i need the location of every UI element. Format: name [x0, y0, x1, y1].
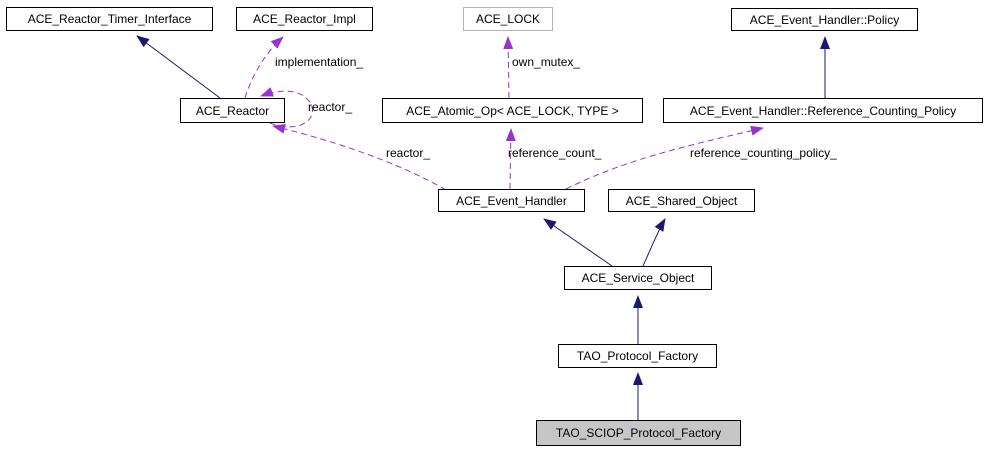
class-box-tao-sciop-protocol-factory: TAO_SCIOP_Protocol_Factory	[536, 420, 741, 446]
class-box-ace-event-handler-reference-counting-policy[interactable]: ACE_Event_Handler::Reference_Counting_Po…	[663, 98, 983, 123]
class-label: ACE_Event_Handler	[456, 193, 567, 208]
class-label: ACE_LOCK	[475, 12, 541, 26]
edge-inherit-ace-service-object-to-ace-event-handler	[543, 218, 613, 267]
class-box-ace-service-object[interactable]: ACE_Service_Object	[564, 266, 712, 290]
class-box-ace-reactor-timer-interface[interactable]: ACE_Reactor_Timer_Interface	[6, 7, 213, 31]
edge-label-reactor: reactor_	[386, 146, 431, 160]
edge-usage-reactor	[272, 123, 447, 191]
edge-usage-reactor-self-loop	[260, 87, 313, 128]
class-label: ACE_Reactor	[195, 103, 270, 118]
class-label: ACE_Atomic_Op< ACE_LOCK, TYPE >	[406, 103, 619, 118]
class-label: ACE_Service_Object	[581, 271, 695, 285]
class-box-ace-reactor-impl[interactable]: ACE_Reactor_Impl	[236, 7, 373, 31]
class-label: ACE_Shared_Object	[625, 193, 738, 208]
edge-usage-reference-counting-policy	[565, 125, 764, 190]
edge-label-reference-counting-policy: reference_counting_policy_	[690, 146, 837, 160]
edge-inherit-ace-reactor-to-ace-reactor-timer-interface	[136, 35, 221, 99]
class-label: ACE_Event_Handler::Policy	[749, 12, 900, 27]
edge-label-reference-count: reference_count_	[508, 146, 602, 160]
class-label: TAO_Protocol_Factory	[576, 349, 699, 363]
class-box-ace-shared-object[interactable]: ACE_Shared_Object	[608, 189, 755, 212]
class-label: TAO_SCIOP_Protocol_Factory	[555, 426, 722, 440]
edge-label-reactor-self: reactor_	[308, 100, 353, 114]
edge-label-implementation: implementation_	[275, 55, 364, 69]
class-box-ace-event-handler[interactable]: ACE_Event_Handler	[438, 189, 585, 212]
edge-inherit-ace-service-object-to-ace-shared-object	[642, 218, 666, 267]
class-label: ACE_Reactor_Impl	[253, 12, 356, 26]
edge-usage-own-mutex	[503, 36, 514, 99]
class-label: ACE_Event_Handler::Reference_Counting_Po…	[689, 103, 957, 118]
edge-usage-reference-count	[505, 128, 516, 190]
class-box-ace-reactor[interactable]: ACE_Reactor	[180, 98, 285, 123]
class-box-ace-lock: ACE_LOCK	[463, 7, 553, 31]
class-box-ace-atomic-op[interactable]: ACE_Atomic_Op< ACE_LOCK, TYPE >	[382, 98, 643, 123]
class-box-tao-protocol-factory[interactable]: TAO_Protocol_Factory	[558, 344, 717, 368]
class-label: ACE_Reactor_Timer_Interface	[27, 12, 192, 26]
edge-label-own-mutex: own_mutex_	[512, 55, 581, 69]
class-box-ace-event-handler-policy[interactable]: ACE_Event_Handler::Policy	[731, 8, 918, 31]
